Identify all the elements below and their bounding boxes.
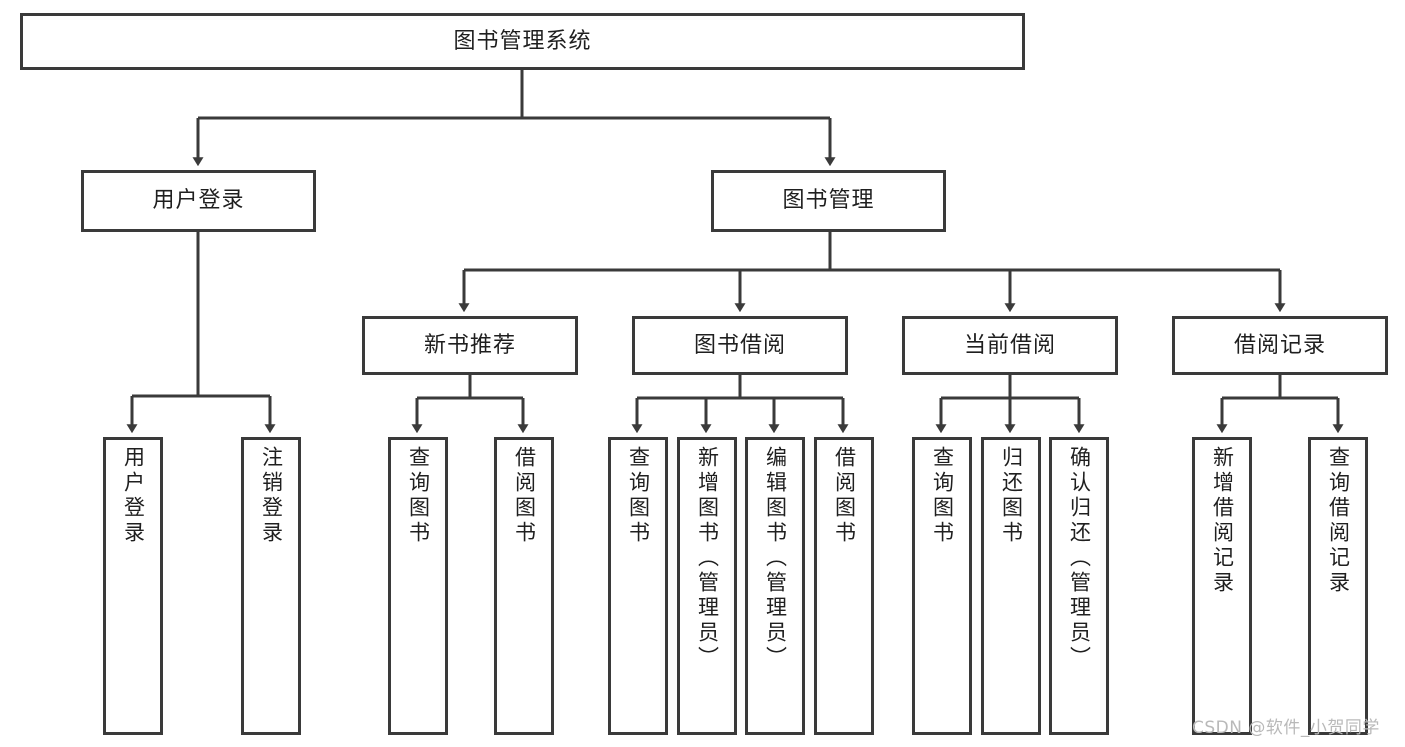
node-label: 新增图书（管理员） [695,446,720,671]
node-label: 查询图书 [626,446,651,546]
node-label: 查询借阅记录 [1326,446,1351,596]
node-label: 新增借阅记录 [1210,446,1235,596]
node-label: 图书管理系统 [453,28,592,54]
node-label: 确认归还（管理员） [1067,446,1092,671]
node-label: 查询图书 [930,446,955,546]
node-leaf-current-return-book[interactable]: 归还图书 [981,437,1041,735]
node-leaf-current-query-book[interactable]: 查询图书 [912,437,972,735]
node-leaf-record-add-borrow-record[interactable]: 新增借阅记录 [1192,437,1252,735]
node-label: 查询图书 [406,446,431,546]
node-leaf-user-logout[interactable]: 注销登录 [241,437,301,735]
node-leaf-borrow-add-book-admin[interactable]: 新增图书（管理员） [677,437,737,735]
node-leaf-record-query-borrow-record[interactable]: 查询借阅记录 [1308,437,1368,735]
node-leaf-recommend-borrow-book[interactable]: 借阅图书 [494,437,554,735]
node-label: 借阅图书 [832,446,857,546]
node-root-book-management-system[interactable]: 图书管理系统 [20,13,1025,70]
node-group-borrow-record[interactable]: 借阅记录 [1172,316,1388,375]
node-label: 归还图书 [999,446,1024,546]
node-label: 用户登录 [121,446,146,546]
node-group-current-borrow[interactable]: 当前借阅 [902,316,1118,375]
node-group-new-book-recommend[interactable]: 新书推荐 [362,316,578,375]
node-branch-book-management[interactable]: 图书管理 [711,170,946,232]
node-label: 注销登录 [259,446,284,546]
node-leaf-borrow-edit-book-admin[interactable]: 编辑图书（管理员） [745,437,805,735]
node-label: 当前借阅 [963,332,1056,358]
node-leaf-borrow-borrow-book[interactable]: 借阅图书 [814,437,874,735]
node-leaf-user-login[interactable]: 用户登录 [103,437,163,735]
node-label: 借阅记录 [1233,332,1326,358]
csdn-watermark: CSDN @软件_小贺同学 [1192,713,1380,738]
watermark-text: CSDN @软件_小贺同学 [1192,718,1380,738]
node-label: 图书借阅 [693,332,786,358]
node-leaf-borrow-query-book[interactable]: 查询图书 [608,437,668,735]
node-branch-user-login[interactable]: 用户登录 [81,170,316,232]
node-leaf-recommend-query-book[interactable]: 查询图书 [388,437,448,735]
node-label: 借阅图书 [512,446,537,546]
node-label: 用户登录 [152,188,245,214]
node-group-book-borrow[interactable]: 图书借阅 [632,316,848,375]
node-leaf-current-confirm-return-admin[interactable]: 确认归还（管理员） [1049,437,1109,735]
node-label: 图书管理 [782,188,875,214]
node-label: 编辑图书（管理员） [763,446,788,671]
node-label: 新书推荐 [423,332,516,358]
